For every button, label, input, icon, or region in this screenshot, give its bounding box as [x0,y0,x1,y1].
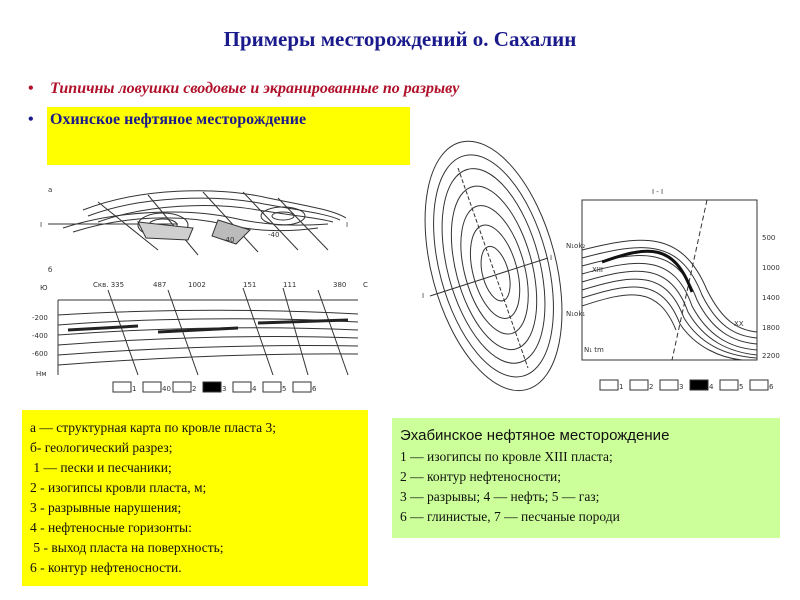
legend-number: 3 [679,383,683,391]
legend-line: 6 — глинистые, 7 — песчаные породи [400,509,620,524]
legend-number: 4 [709,383,714,391]
map-mark: I [40,221,42,229]
ekhabi-cross-section: I - I N₁ok₂ N₁ok₁ N₁ tm XIII XX 500 1000… [566,188,780,391]
legend-line: 4 - нефтеносные горизонты: [30,520,192,535]
well-label: 1002 [188,281,206,289]
depth-tick: 1800 [762,324,780,332]
legend-number: 40 [162,385,171,393]
map-mark: -40 [268,231,279,239]
map-mark: I [422,292,424,300]
legend-number: 6 [312,385,317,393]
legend-number: 5 [282,385,286,393]
legend-line: 1 — пески и песчаники; [30,460,172,475]
legend-number: 5 [739,383,743,391]
legend-number: 2 [649,383,653,391]
legend-line: а — структурная карта по кровле пласта 3… [30,420,276,435]
legend-line: 6 - контур нефтеносности. [30,560,182,575]
legend-line: 2 - изогипсы кровли пласта, м; [30,480,207,495]
legend-line: 1 — изогипсы по кровле XIII пласта; [400,449,613,464]
depth-label: -200 [32,314,48,322]
bullet-item-traps: • Типичны ловушки сводовые и экранированн… [28,80,459,98]
depth-tick: 1400 [762,294,780,302]
section-label: I - I [652,188,663,196]
ekhabi-contour-map: I I [422,140,563,392]
legend-line: 3 — разрывы; 4 — нефть; 5 — газ; [400,489,600,504]
bullet-text: Охинское нефтяное месторождение [50,111,307,128]
depth-label: -600 [32,350,48,358]
legend-number: 1 [132,385,136,393]
depth-tick: 2200 [762,352,780,360]
depth-label: Нм [36,370,47,378]
section-mark: XIII [592,266,603,274]
bullet-item-okha: • Охинское нефтяное месторождение [28,111,306,129]
legend-number: 3 [222,385,226,393]
legend-number: 2 [192,385,196,393]
map-mark: -40 [223,236,234,244]
bullet-icon: • [28,80,34,97]
ekhabi-legend-heading: Эхабинское нефтяное месторождение [400,427,670,444]
bullet-icon: • [28,111,34,128]
legend-line: б- геологический разрез; [30,440,173,455]
depth-label: -400 [32,332,48,340]
legend-number: 6 [769,383,774,391]
ekhabi-legend: Эхабинское нефтяное месторождение 1 — из… [392,418,780,538]
legend-line: 2 — контур нефтеносности; [400,469,561,484]
well-label: 487 [153,281,166,289]
legend-line: 3 - разрывные нарушения; [30,500,182,515]
bullet-text: Типичны ловушки сводовые и экранированны… [50,80,460,97]
section-mark: N₁ok₂ [566,242,585,250]
section-mark: N₁ tm [584,346,604,354]
map-mark: I [550,254,552,262]
okha-legend: а — структурная карта по кровле пласта 3… [22,410,368,586]
legend-number: 1 [619,383,623,391]
depth-tick: 500 [762,234,775,242]
well-label: Скв. 335 [93,281,124,289]
legend-number: 4 [252,385,257,393]
map-mark: I [346,221,348,229]
panel-a-label: а [48,186,52,194]
depth-label: Ю [40,284,48,292]
well-label: 151 [243,281,256,289]
well-label: 111 [283,281,296,289]
depth-tick: 1000 [762,264,780,272]
direction-label: С [363,281,368,289]
legend-line: 5 - выход пласта на поверхность; [30,540,224,555]
okha-field-diagram: а б I I -40 -40 Скв. 335 487 1002 151 11… [32,186,368,393]
panel-b-label: б [48,266,52,274]
well-label: 380 [333,281,346,289]
section-mark: N₁ok₁ [566,310,585,318]
section-mark: XX [734,320,744,328]
okha-title-highlight [47,107,410,165]
slide-title: Примеры месторождений о. Сахалин [223,27,577,51]
